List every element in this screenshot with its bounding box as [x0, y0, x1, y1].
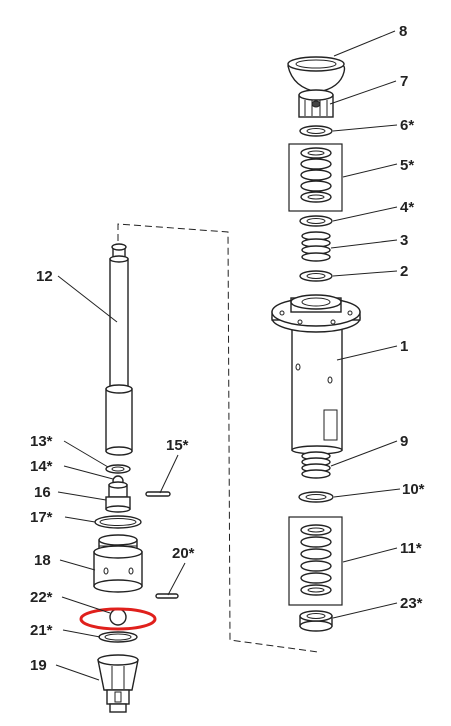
label-part-6: 6* [400, 117, 414, 134]
part-4-washer [299, 215, 333, 227]
part-1-pump-housing [271, 294, 361, 455]
label-part-4: 4* [400, 199, 414, 216]
part-20-pin [155, 593, 179, 599]
label-part-13: 13* [30, 433, 53, 450]
part-19-intake-housing [97, 654, 139, 713]
part-6-washer [299, 125, 333, 137]
part-11-packing-set [288, 516, 343, 606]
part-5-packing-set [288, 143, 343, 212]
label-part-15: 15* [166, 437, 189, 454]
part-2-washer [299, 270, 333, 282]
label-part-20: 20* [172, 545, 195, 562]
label-part-12: 12 [36, 268, 53, 285]
label-part-21: 21* [30, 622, 53, 639]
part-9-spring [301, 451, 331, 479]
part-23-washer [299, 610, 333, 632]
part-3-spring [301, 231, 331, 262]
assembly-path-dashed [117, 223, 319, 653]
part-12-piston-rod [105, 243, 133, 456]
part-13-washer [105, 464, 131, 474]
part-17-o-ring [94, 515, 142, 529]
part-21-seal [98, 631, 138, 643]
label-part-9: 9 [400, 433, 408, 450]
part-10-washer [298, 491, 334, 503]
label-part-1: 1 [400, 338, 408, 355]
part-18-piston-valve-body [93, 534, 143, 593]
label-part-2: 2 [400, 263, 408, 280]
label-part-10: 10* [402, 481, 425, 498]
label-part-23: 23* [400, 595, 423, 612]
label-part-19: 19 [30, 657, 47, 674]
label-part-18: 18 [34, 552, 51, 569]
label-part-17: 17* [30, 509, 53, 526]
label-part-7: 7 [400, 73, 408, 90]
part-16-valve-seat [105, 481, 131, 513]
label-part-14: 14* [30, 458, 53, 475]
part-7-nut [298, 89, 334, 118]
part-8-cap [287, 56, 346, 93]
part-15-pin [145, 491, 171, 497]
label-part-11: 11* [400, 540, 422, 557]
label-part-22: 22* [30, 589, 53, 606]
red-highlight-ellipse [79, 607, 157, 631]
label-part-3: 3 [400, 232, 408, 249]
label-part-16: 16 [34, 484, 51, 501]
label-part-5: 5* [400, 157, 414, 174]
label-part-8: 8 [399, 23, 407, 40]
leader-lines [55, 30, 401, 681]
part-22-ball [79, 607, 157, 631]
part-labels: 8 7 6* 5* 4* 3 2 1 9 10* 11* 23* 12 13* … [30, 23, 425, 674]
